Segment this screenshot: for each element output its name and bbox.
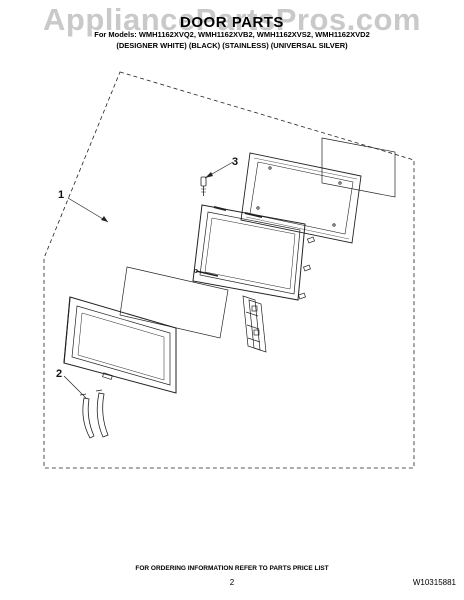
ordering-note: FOR ORDERING INFORMATION REFER TO PARTS … [135, 565, 329, 572]
page-number: 2 [229, 578, 235, 587]
callout-1-leader [67, 197, 109, 223]
middle-door-panel [192, 204, 306, 301]
assembly-outline [43, 71, 415, 469]
watermark: AppliancePartsPros.com [43, 2, 421, 37]
latch-assembly [242, 295, 267, 353]
rear-door-frame [240, 152, 362, 244]
door-label-tag [102, 372, 113, 380]
front-glass-panel [119, 266, 229, 339]
callout-3-arrow [205, 172, 213, 178]
callout-2-label: 2 [56, 368, 62, 380]
color-list: (DESIGNER WHITE) (BLACK) (STAINLESS) (UN… [116, 41, 348, 50]
outer-door-frame [63, 296, 177, 394]
rear-glass-panel [321, 137, 396, 198]
callout-3-label: 3 [232, 156, 238, 168]
screw-part [200, 176, 207, 196]
callout-2-leader [63, 375, 87, 399]
latch-part [194, 269, 219, 277]
model-list: For Models: WMH1162XVQ2, WMH1162XVB2, WM… [94, 30, 370, 39]
document-number: W10315881 [412, 578, 456, 587]
callout-1-label: 1 [58, 189, 64, 201]
door-handle [79, 389, 109, 439]
page-title: DOOR PARTS [180, 14, 284, 31]
callout-1-arrow [101, 216, 108, 222]
door-clips [298, 236, 315, 300]
